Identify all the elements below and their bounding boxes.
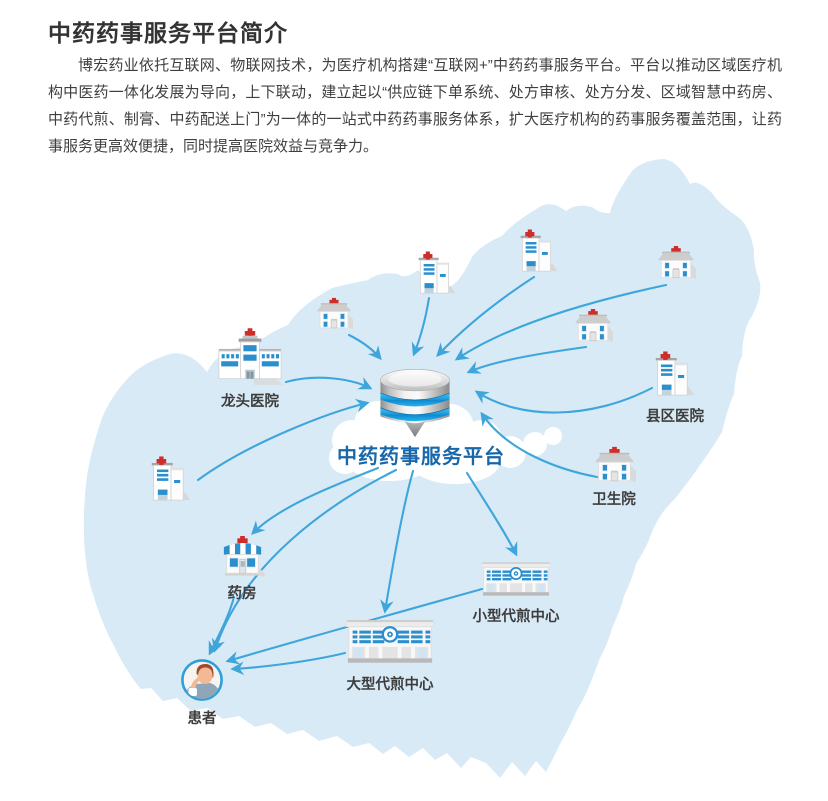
node-label: 卫生院 [592, 492, 636, 508]
decoction-center-icon [344, 620, 436, 668]
node-town-clinic [274, 297, 394, 330]
node-mid-clinic [533, 308, 653, 343]
node-label: 药房 [227, 586, 257, 602]
node-yaofang: 药房 [182, 536, 302, 603]
arrow-yaofang-to-huanzhe [208, 595, 236, 656]
clinic-icon [150, 454, 192, 506]
platform-label: 中药药事服务平台 [337, 446, 505, 468]
patient-avatar-icon [180, 658, 224, 702]
arrow-platform-to-daxing [380, 469, 415, 614]
node-huanzhe: 患者 [142, 658, 262, 728]
arrow-platform-to-xiaoxing [465, 471, 518, 557]
arrow-platform-to-yaofang [251, 466, 380, 535]
arrow-town-clinic-to-platform [347, 333, 382, 361]
house-clinic-icon [593, 446, 636, 483]
node-label: 龙头医院 [221, 394, 279, 410]
node-longtou-hospital: 龙头医院 [190, 328, 310, 411]
clinic-icon [417, 250, 457, 298]
node-label: 患者 [187, 711, 217, 727]
arrow-mid-clinic-to-platform [466, 345, 588, 374]
node-daxing-center: 大型代煎中心 [330, 620, 450, 694]
clinic-icon [519, 228, 559, 276]
platform-node [377, 368, 453, 438]
node-label: 大型代煎中心 [346, 677, 434, 693]
node-label: 小型代煎中心 [472, 609, 560, 625]
intro-paragraph: 博宏药业依托互联网、物联网技术，为医疗机构搭建“互联网+”中药药事服务平台。平台… [48, 57, 782, 155]
house-clinic-icon [656, 245, 696, 280]
page-title: 中药药事服务平台简介 [48, 20, 288, 46]
node-west-clinic [111, 454, 231, 506]
arrow-clinic1-to-platform [411, 296, 431, 357]
node-label: 县区医院 [646, 409, 704, 425]
node-ne-clinic [616, 245, 736, 280]
decoction-center-icon [480, 562, 552, 600]
hospital-icon [216, 328, 284, 385]
node-clinic-2 [479, 228, 599, 276]
pharmacy-icon [220, 536, 265, 577]
clinic-icon [654, 350, 696, 400]
house-clinic-icon [315, 297, 353, 330]
node-weishengyuan: 卫生院 [554, 446, 674, 509]
house-clinic-icon [573, 308, 613, 343]
node-xiaoxing-center: 小型代煎中心 [456, 562, 576, 626]
database-icon [377, 368, 453, 438]
node-xianqu-hospital: 县区医院 [615, 350, 735, 426]
